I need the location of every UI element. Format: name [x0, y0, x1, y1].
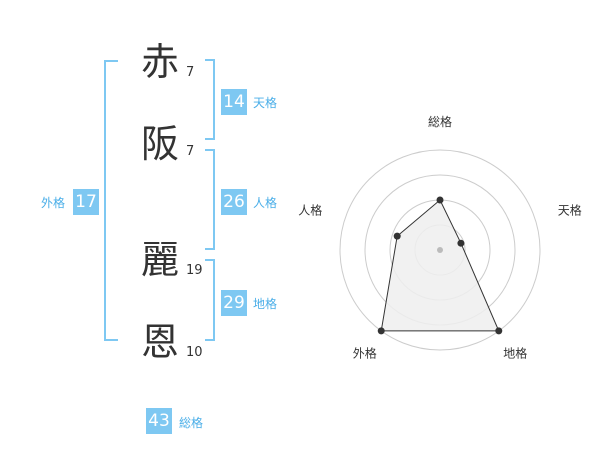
gaikaku-bracket [104, 60, 118, 341]
radar-axis-label-0: 総格 [428, 114, 452, 129]
tenkaku-badge: 14 [221, 89, 247, 115]
radar-center-dot [437, 247, 443, 253]
stroke-count-4: 10 [186, 345, 203, 360]
jinkaku-badge: 26 [221, 189, 247, 215]
chikaku-badge: 29 [221, 290, 247, 316]
radar-axis-label-3: 外格 [353, 346, 377, 361]
radar-point-3 [377, 327, 385, 335]
radar-point-1 [457, 239, 465, 247]
radar-point-2 [495, 327, 503, 335]
name-char-4: 恩 [140, 320, 179, 364]
stroke-count-3: 19 [186, 263, 203, 278]
radar-axis-label-4: 人格 [298, 202, 322, 217]
name-char-1: 赤 [140, 40, 179, 84]
soukaku-label: 総格 [179, 416, 204, 430]
stroke-count-1: 7 [186, 65, 195, 80]
chikaku-bracket [205, 259, 215, 341]
gaikaku-badge: 17 [73, 189, 99, 215]
radar-grid-ring [339, 149, 541, 351]
chikaku-label: 地格 [253, 297, 278, 311]
tenkaku-bracket [205, 59, 215, 140]
tenkaku-label: 天格 [253, 96, 278, 110]
soukaku-badge: 43 [146, 408, 172, 434]
name-char-3: 麗 [140, 238, 179, 282]
jinkaku-label: 人格 [253, 196, 278, 210]
gaikaku-label: 外格 [41, 196, 66, 210]
stroke-count-2: 7 [186, 144, 195, 159]
radar-point-0 [436, 196, 444, 204]
name-char-2: 阪 [140, 122, 179, 166]
radar-point-4 [393, 232, 401, 240]
radar-area [380, 199, 500, 332]
radar-axis-label-1: 天格 [558, 202, 582, 217]
jinkaku-bracket [205, 149, 215, 250]
radar-axis-label-2: 地格 [503, 346, 527, 361]
